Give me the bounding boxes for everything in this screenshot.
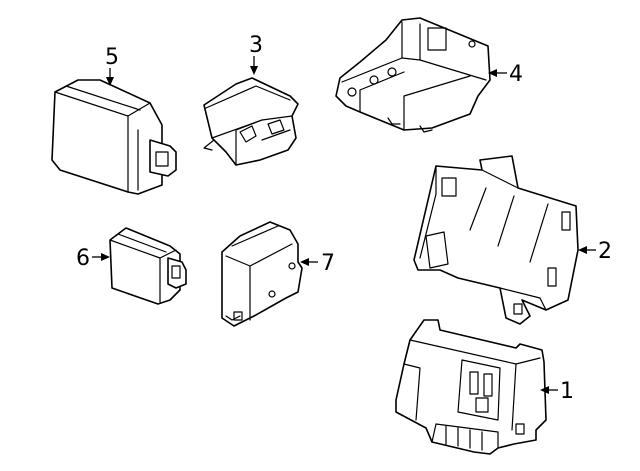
callout-4: 4 xyxy=(509,62,523,87)
leader-5 xyxy=(106,68,114,86)
part-7-module xyxy=(221,221,303,327)
callout-5: 5 xyxy=(105,45,119,70)
part-4-module xyxy=(335,17,491,133)
callout-6: 6 xyxy=(76,246,90,271)
leader-4 xyxy=(488,69,507,77)
callout-1: 1 xyxy=(560,379,574,404)
part-2-bracket xyxy=(413,155,579,325)
leader-6 xyxy=(92,253,110,261)
part-5-module xyxy=(51,79,177,195)
leader-2 xyxy=(578,246,596,254)
leader-3 xyxy=(250,56,258,75)
leader-7 xyxy=(300,258,318,266)
part-6-module xyxy=(109,227,187,305)
part-3-module xyxy=(203,77,299,166)
callout-7: 7 xyxy=(321,251,335,276)
callout-2: 2 xyxy=(598,239,612,264)
callout-3: 3 xyxy=(249,33,263,58)
part-1-module xyxy=(395,319,547,455)
leader-1 xyxy=(540,386,558,394)
